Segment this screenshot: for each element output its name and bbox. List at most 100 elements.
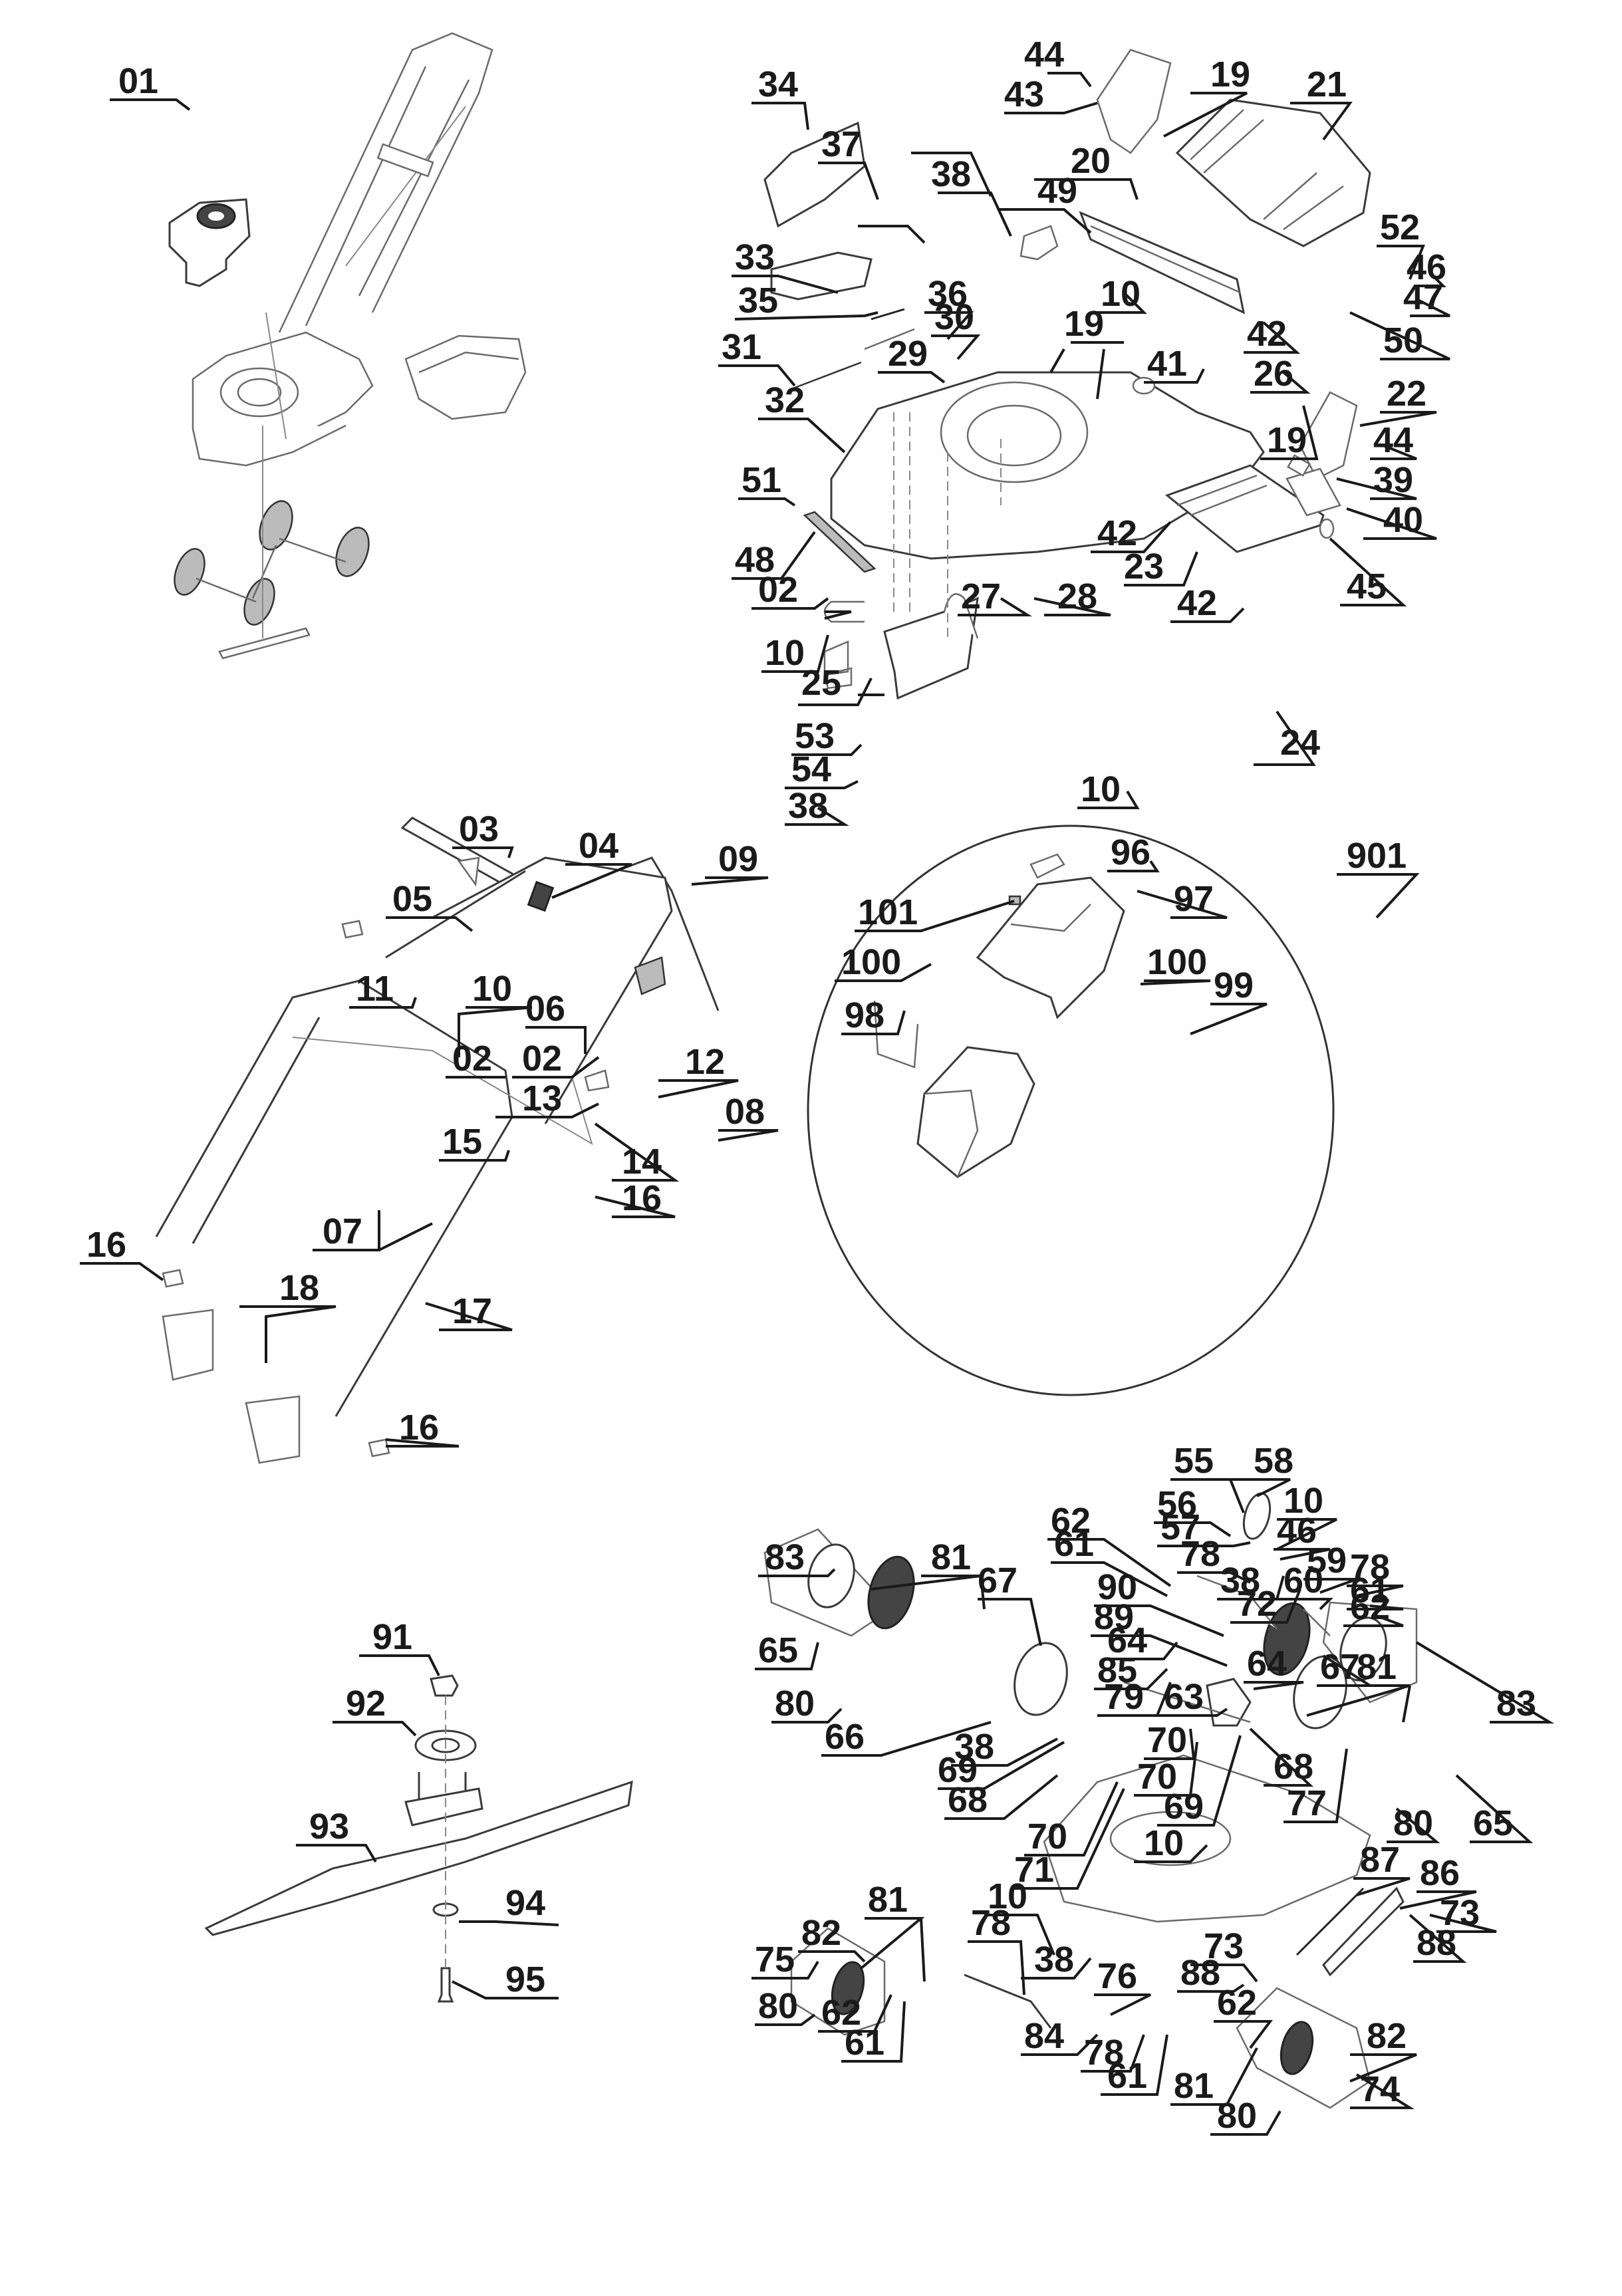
callout-49: 49 [1037,171,1077,211]
callout-62c: 62 [821,1993,861,2033]
grass-bag-assembly: 901 96 97 101 100 100 99 98 [807,825,1420,1396]
callout-03: 03 [459,809,499,849]
callout-48: 48 [735,540,775,580]
callout-31: 31 [722,327,761,367]
part-48-guard [803,511,877,573]
callout-76: 76 [1097,1956,1137,1996]
callout-20: 20 [1071,141,1111,181]
callout-45: 45 [1347,567,1387,606]
part-67-gear [1014,1642,1068,1716]
callout-29: 29 [888,334,928,374]
callout-62d: 62 [1217,1983,1257,2023]
callout-67b: 67 [1320,1647,1360,1687]
part-23-rail [1164,464,1325,553]
part-14-upper-handle [385,856,673,1124]
callout-59: 59 [1307,1541,1347,1581]
callout-14: 14 [622,1142,662,1182]
callout-58: 58 [1254,1441,1293,1481]
callout-73b: 73 [1204,1926,1244,1966]
callout-27: 27 [961,576,1001,616]
callout-99: 99 [1214,965,1254,1005]
callout-02c: 02 [522,1039,562,1079]
callout-56: 56 [1157,1484,1197,1524]
callout-37: 37 [821,124,861,164]
callout-901: 901 [1347,836,1407,876]
callout-81d: 81 [1174,2066,1214,2106]
part-93-blade [204,1780,633,1936]
callout-17: 17 [452,1291,492,1331]
part-58-pulley [1242,1492,1272,1540]
callout-85: 85 [1097,1650,1137,1690]
callout-15: 15 [442,1122,482,1162]
callout-61d: 61 [1107,2056,1147,2096]
handle-overview-part [278,32,493,333]
part-83-hubcap [807,1543,855,1608]
callout-10e: 10 [1284,1481,1323,1521]
callout-47: 47 [1403,277,1443,317]
part-12-lever [634,956,666,995]
callout-34: 34 [758,64,798,104]
part-43-bracket [1096,49,1172,154]
callout-52: 52 [1380,207,1420,247]
callout-38e: 38 [1034,1940,1074,1979]
part-76-axle [964,1974,1052,2029]
part-63-gearbox [1206,1678,1252,1727]
part-97-top-frame [976,876,1125,1019]
callout-30: 30 [934,297,974,337]
callout-70c: 70 [1027,1817,1067,1856]
callout-81: 81 [931,1537,971,1577]
callout-53: 53 [795,716,835,756]
callout-25: 25 [801,663,841,703]
deck-assembly: 44 43 19 21 34 37 38 20 49 52 46 33 36 1… [718,35,1450,826]
grass-bag-overview-part [404,334,527,420]
callout-05: 05 [392,879,432,919]
handle-assembly: 03 04 09 05 11 10 06 02 02 12 13 08 15 1… [80,809,779,1464]
callout-89: 89 [1094,1597,1134,1637]
part-33-guide [770,251,873,301]
callout-24: 24 [1280,723,1320,763]
deck-overview-part [192,312,374,467]
callout-78b: 78 [1350,1547,1390,1587]
callout-57: 57 [1160,1507,1200,1547]
part-bracket-left [162,1309,214,1381]
callout-12: 12 [685,1042,725,1082]
part-53-54-holder [823,640,853,690]
callout-83b: 83 [1496,1684,1536,1723]
callout-35: 35 [738,281,778,320]
callout-80d: 80 [1217,2096,1257,2136]
callout-82: 82 [801,1913,841,1953]
callout-81b: 81 [1357,1647,1397,1687]
callout-43: 43 [1004,74,1044,114]
callout-90: 90 [1097,1567,1137,1607]
part-95-bolt [437,1967,454,2003]
callout-75: 75 [755,1940,795,1979]
callout-65b: 65 [1473,1803,1513,1843]
callout-40: 40 [1383,500,1423,540]
part-32-deck [830,371,1265,560]
callout-80b: 80 [1393,1803,1433,1843]
callout-65: 65 [758,1630,798,1670]
callout-16b: 16 [86,1225,126,1265]
wheels-overview-part [174,426,370,660]
callout-88b: 88 [1180,1953,1220,1993]
callout-62: 62 [1051,1501,1091,1541]
callout-78d: 78 [1084,2033,1124,2073]
callout-86: 86 [1420,1853,1460,1893]
callout-70b: 70 [1137,1757,1177,1797]
part-81-wheel [867,1555,915,1630]
callout-71: 71 [1014,1850,1054,1890]
callout-41: 41 [1147,344,1187,384]
callout-36: 36 [928,274,968,314]
callout-10f: 10 [1144,1823,1184,1863]
callout-70: 70 [1147,1720,1187,1760]
callout-79: 79 [1104,1677,1144,1717]
callout-16a: 16 [622,1178,662,1218]
callout-98: 98 [845,995,884,1035]
callout-67: 67 [978,1561,1017,1600]
drive-assembly: 55 58 56 10 57 46 62 78 59 61 38 60 90 7… [751,1441,1555,2136]
callout-33: 33 [735,237,775,277]
overview-assembly: 01 [110,32,527,660]
callout-08: 08 [725,1092,765,1132]
callout-68b: 68 [948,1780,988,1820]
